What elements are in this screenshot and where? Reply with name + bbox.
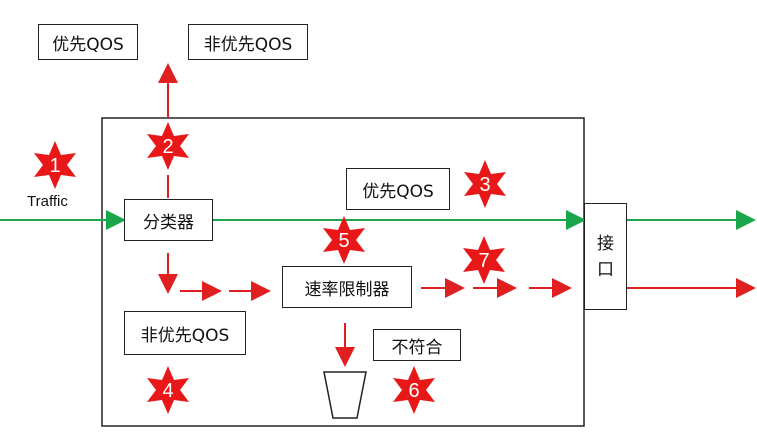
star-4-number: 4 bbox=[162, 380, 173, 402]
star-2-number: 2 bbox=[162, 136, 173, 158]
top-priority-qos-box: 优先QOS bbox=[38, 24, 138, 60]
classifier-box: 分类器 bbox=[124, 199, 213, 241]
non-conform-box: 不符合 bbox=[373, 329, 461, 361]
interface-box: 接 口 bbox=[584, 203, 627, 310]
drop-bin-icon bbox=[323, 371, 367, 419]
star-5-number: 5 bbox=[338, 230, 349, 252]
star-5-icon: 5 bbox=[323, 216, 365, 264]
star-7-icon: 7 bbox=[463, 236, 505, 284]
top-non-priority-qos-box: 非优先QOS bbox=[188, 24, 308, 60]
star-7-number: 7 bbox=[478, 250, 489, 272]
traffic-label: Traffic bbox=[27, 193, 68, 210]
star-2-icon: 2 bbox=[147, 122, 189, 170]
rate-limiter-box: 速率限制器 bbox=[282, 266, 412, 308]
star-6-number: 6 bbox=[408, 380, 419, 402]
star-4-icon: 4 bbox=[147, 366, 189, 414]
star-6-icon: 6 bbox=[393, 366, 435, 414]
star-3-icon: 3 bbox=[464, 160, 506, 208]
priority-qos-box: 优先QOS bbox=[346, 168, 450, 210]
star-1-number: 1 bbox=[49, 155, 60, 177]
star-1-icon: 1 bbox=[34, 141, 76, 189]
star-3-number: 3 bbox=[479, 174, 490, 196]
non-priority-qos-box: 非优先QOS bbox=[124, 311, 246, 355]
